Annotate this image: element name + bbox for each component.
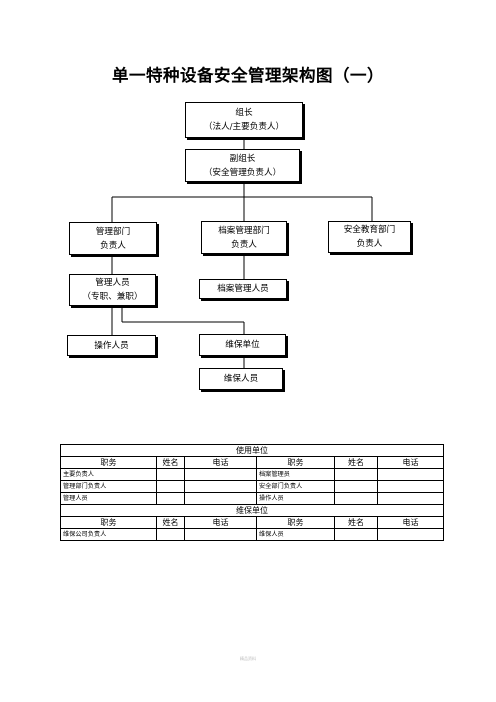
column-header: 姓名 bbox=[334, 516, 378, 529]
table-cell[interactable] bbox=[376, 528, 445, 541]
table-section-header: 使用单位 bbox=[59, 444, 445, 457]
table-row: 管理人员 操作人员 bbox=[60, 492, 445, 505]
table-section-header: 维保单位 bbox=[59, 504, 445, 517]
archive-dept-box: 档案管理部门 负责人 bbox=[201, 221, 287, 254]
table-cell: 管理人员 bbox=[60, 492, 157, 505]
column-header: 职务 bbox=[60, 516, 157, 529]
table-row: 维保公司负责人 维保人员 bbox=[60, 528, 445, 541]
maint-unit-box: 维保单位 bbox=[199, 334, 286, 356]
table-cell: 操作人员 bbox=[256, 492, 335, 505]
safety-edu-dept-box: 安全教育部门 负责人 bbox=[328, 221, 411, 253]
mgmt-staff-box: 管理人员 （专职、兼职） bbox=[69, 274, 156, 306]
archive-staff-box: 档案管理人员 bbox=[199, 279, 287, 299]
column-header: 电话 bbox=[376, 456, 445, 469]
mgmt-dept-subtitle: 负责人 bbox=[100, 240, 126, 251]
column-header: 姓名 bbox=[156, 456, 185, 469]
table-cell[interactable] bbox=[156, 480, 185, 493]
mgmt-staff-title: 管理人员 bbox=[95, 278, 130, 288]
page-title: 单一特种设备安全管理架构图（一） bbox=[112, 66, 384, 85]
column-header: 姓名 bbox=[156, 516, 185, 529]
table-cell[interactable] bbox=[184, 468, 257, 481]
table-cell[interactable] bbox=[376, 480, 445, 493]
archive-staff-title: 档案管理人员 bbox=[217, 284, 269, 294]
table-row: 主要负责人 档案管理员 bbox=[60, 468, 445, 481]
section-title-maint-unit: 维保单位 bbox=[59, 504, 445, 517]
table-row: 管理部门负责人 安全部门负责人 bbox=[60, 480, 445, 493]
table-cell[interactable] bbox=[376, 492, 445, 505]
column-header: 姓名 bbox=[334, 456, 378, 469]
table-cell[interactable] bbox=[156, 528, 185, 541]
mgmt-staff-subtitle: （专职、兼职） bbox=[82, 292, 143, 302]
org-chart-connectors bbox=[111, 138, 373, 368]
operators-title: 操作人员 bbox=[94, 340, 129, 351]
table-cell: 维保人员 bbox=[256, 528, 335, 541]
table-cell: 档案管理员 bbox=[256, 468, 335, 481]
safety-edu-dept-title: 安全教育部门 bbox=[343, 225, 396, 235]
table-header-row: 职务 姓名 电话 职务 姓名 电话 bbox=[60, 516, 445, 529]
deputy-subtitle: （安全管理负责人） bbox=[203, 167, 282, 178]
mgmt-dept-box: 管理部门 负责人 bbox=[69, 222, 157, 255]
table-cell[interactable] bbox=[156, 492, 185, 505]
table-cell[interactable] bbox=[334, 468, 378, 481]
column-header: 电话 bbox=[184, 516, 257, 529]
maint-staff-title: 维保人员 bbox=[223, 374, 259, 384]
table-cell[interactable] bbox=[334, 528, 378, 541]
leader-subtitle: （法人/主要负责人） bbox=[203, 122, 285, 132]
section-title-user-unit: 使用单位 bbox=[59, 444, 445, 457]
safety-edu-dept-subtitle: 负责人 bbox=[356, 239, 383, 249]
column-header: 职务 bbox=[256, 456, 335, 469]
maint-unit-title: 维保单位 bbox=[225, 340, 260, 350]
leader-title: 组长 bbox=[235, 108, 253, 118]
deputy-box: 副组长 （安全管理负责人） bbox=[185, 149, 300, 182]
table-cell[interactable] bbox=[184, 492, 257, 505]
table-cell[interactable] bbox=[334, 480, 378, 493]
column-header: 电话 bbox=[376, 516, 445, 529]
deputy-title: 副组长 bbox=[229, 153, 256, 164]
archive-dept-subtitle: 负责人 bbox=[231, 239, 257, 250]
table-cell: 管理部门负责人 bbox=[60, 480, 157, 493]
column-header: 电话 bbox=[184, 456, 257, 469]
leader-box: 组长 （法人/主要负责人） bbox=[185, 102, 303, 138]
table-cell[interactable] bbox=[376, 468, 445, 481]
table-cell[interactable] bbox=[184, 480, 257, 493]
mgmt-dept-title: 管理部门 bbox=[95, 226, 131, 237]
column-header: 职务 bbox=[256, 516, 335, 529]
table-cell[interactable] bbox=[184, 528, 257, 541]
table-cell[interactable] bbox=[334, 492, 378, 505]
personnel-table: 使用单位 职务 姓名 电话 职务 姓名 电话 主要负责人 档案管理员 管理部门负… bbox=[59, 444, 445, 541]
maint-staff-box: 维保人员 bbox=[199, 368, 283, 390]
archive-dept-title: 档案管理部门 bbox=[218, 225, 270, 236]
operators-box: 操作人员 bbox=[67, 335, 156, 356]
table-header-row: 职务 姓名 电话 职务 姓名 电话 bbox=[60, 456, 445, 469]
table-cell: 主要负责人 bbox=[60, 468, 157, 481]
column-header: 职务 bbox=[60, 456, 157, 469]
table-cell: 安全部门负责人 bbox=[256, 480, 335, 493]
table-cell: 维保公司负责人 bbox=[60, 528, 157, 541]
page-footer: 精品资料 bbox=[240, 656, 256, 661]
table-cell[interactable] bbox=[156, 468, 185, 481]
